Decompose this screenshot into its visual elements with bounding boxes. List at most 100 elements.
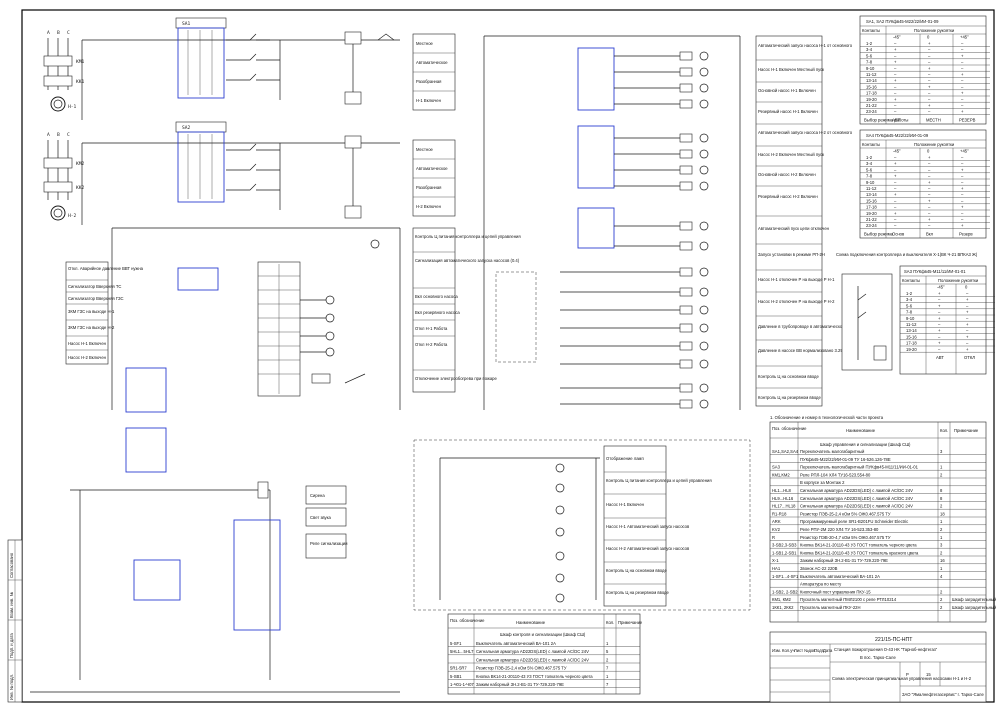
table-cell: 7-8 <box>866 174 873 179</box>
svg-text:Примечание: Примечание <box>954 428 979 433</box>
svg-text:Основной насос Н-2 Включен: Основной насос Н-2 Включен <box>758 172 816 177</box>
bom-cell: Переключатель малогабаритный ПУКфв45-М11… <box>800 465 919 470</box>
bom-cell: 1 <box>940 566 943 571</box>
svg-text:Насос Н-2 Включен: Насос Н-2 Включен <box>68 355 107 360</box>
bom-cell: 5 <box>606 649 609 654</box>
alarm-relay-label: Реле сигнализации <box>310 541 348 546</box>
svg-text:Положение рукоятки: Положение рукоятки <box>914 142 955 147</box>
table-cell: 17-18 <box>906 341 917 346</box>
bom-cell: 7 <box>606 666 609 671</box>
table-cell: – <box>894 180 897 185</box>
table-cell: 3-4 <box>866 161 873 166</box>
table-cell: + <box>938 341 941 346</box>
kv2-relay <box>233 519 281 631</box>
table-footer: МЕСТН <box>926 117 941 122</box>
title-block: 221/15-ПС-НПТ Станция пожаротушения О-43… <box>769 631 987 703</box>
table-cell: – <box>894 155 897 160</box>
table-cell: + <box>938 328 941 333</box>
bom-main-table: 1. Обозначение и номер в технологической… <box>769 415 997 623</box>
svg-text:Контроль Ц на резервном вводе: Контроль Ц на резервном вводе <box>758 395 822 400</box>
table-cell: 5-6 <box>866 167 873 172</box>
table-cell: 1-2 <box>866 155 873 160</box>
table-cell: + <box>961 205 964 210</box>
bom-cell: 1-SB1,2-SB1 <box>772 550 797 555</box>
table-cell: + <box>938 291 941 296</box>
svg-text:Кол.уч: Кол.уч <box>782 648 795 653</box>
svg-text:Отключение электрообогрева при: Отключение электрообогрева при пожаре <box>415 376 497 381</box>
table-cell: – <box>894 41 897 46</box>
table-cell: 15-16 <box>906 334 917 339</box>
bom-cell: Сигнальная арматура AD22DS(LED) с лампой… <box>476 657 589 662</box>
table-cell: + <box>894 78 897 83</box>
svg-text:Дата: Дата <box>823 648 833 653</box>
table-cell: + <box>961 186 964 191</box>
table-cell: – <box>894 109 897 114</box>
table-cell: – <box>928 97 931 102</box>
table-cell: 13-14 <box>906 328 917 333</box>
table-cell: – <box>966 316 969 321</box>
km1-label: KM1 <box>76 59 85 65</box>
pump-1-status-panel: Местное Автоматическое Разобранная Н-1 В… <box>412 33 456 111</box>
table-cell: + <box>928 155 931 160</box>
table-cell: + <box>928 217 931 222</box>
svg-text:Вкл резервного насоса: Вкл резервного насоса <box>415 310 460 315</box>
motor-2 <box>50 205 66 221</box>
bom-cell: Кнопочный пост управления ПКУ-15 <box>800 589 871 594</box>
table-cell: + <box>938 316 941 321</box>
table-cell: – <box>928 205 931 210</box>
table-cell: – <box>894 91 897 96</box>
table-cell: – <box>894 103 897 108</box>
bom-cell: Шкаф заградительный <box>952 597 997 602</box>
bom-cell: Переключатель малогабаритный <box>800 449 865 454</box>
svg-text:Наименование: Наименование <box>846 428 876 433</box>
svg-text:Насос Н-1 Включен: Насос Н-1 Включен <box>68 341 107 346</box>
table-cell: + <box>961 109 964 114</box>
table-subheader: 0 <box>927 149 930 154</box>
sheet-title: Схема электрическая принципиальная управ… <box>832 676 972 681</box>
svg-text:C: C <box>67 132 70 138</box>
bom-cell: Пускатель магнитный ПМЛ2100 с реле РТЛ10… <box>800 597 897 602</box>
svg-text:Кол.: Кол. <box>606 620 614 625</box>
table-cell: – <box>894 186 897 191</box>
table-cell: – <box>961 217 964 222</box>
siren-label: Сирена <box>310 493 325 498</box>
svg-text:Поз. обозначение: Поз. обозначение <box>450 618 485 623</box>
doc-code: 221/15-ПС-НПТ <box>875 637 913 643</box>
bom-cell: Кнопка ВК14-21-20110-43 У3 ГОСТ толкател… <box>800 543 917 548</box>
sa-block-1 <box>577 47 615 111</box>
sheet-number: 15 <box>926 672 931 677</box>
pump-1-state-auto: Автоматическое <box>416 60 448 65</box>
bom-cell: Аппаратура по месту <box>800 582 842 587</box>
bom-cell: SA3 <box>772 465 781 470</box>
table-cell: – <box>894 53 897 58</box>
table-cell: 9-10 <box>866 66 875 71</box>
table-cell: + <box>894 174 897 179</box>
svg-text:Резервный насос Н-1 Включен: Резервный насос Н-1 Включен <box>758 109 818 114</box>
motor-2-label: H-2 <box>68 213 77 219</box>
table-footer: Вкл <box>926 231 934 236</box>
table-cell: + <box>894 47 897 52</box>
left-notes-panel: Откл. Аварийное давление ВВТ нужна Сигна… <box>65 261 144 365</box>
table-cell: 1-2 <box>906 291 913 296</box>
bom-cell: Резистор ПЭВ-20-4,7 кОм 5% ОЖ0.467.575 Т… <box>800 535 891 540</box>
bom-cell: Зажим наборный ЗН.2-В1-31 ТУ-729.220-79Е <box>476 682 564 687</box>
svg-text:Контроль Ц питания контроллера: Контроль Ц питания контроллера и цепей у… <box>415 234 521 239</box>
table-cell: – <box>938 334 941 339</box>
table-cell: 5-6 <box>906 303 913 308</box>
table-cell: – <box>938 347 941 352</box>
svg-text:Контакты: Контакты <box>862 28 880 33</box>
svg-text:Изм.: Изм. <box>772 648 781 653</box>
bom-cell: 1 <box>940 535 943 540</box>
bom-cell: Пускатель магнитный ПКУ-22Н <box>800 605 861 610</box>
svg-text:Откл Н-1 Работа: Откл Н-1 Работа <box>415 326 448 331</box>
pump-1-state-on: Н-1 Включен <box>416 98 442 103</box>
table-cell: 11-12 <box>866 72 877 77</box>
table-cell: 3-4 <box>866 47 873 52</box>
sa-table-3: SA3 ПУКфв45-М11/11/ИИ-01-01 Контакты Пол… <box>899 265 995 375</box>
table-cell: – <box>928 223 931 228</box>
table-cell: – <box>928 186 931 191</box>
bom-cell: Реле РПУ-2М 220 ХЛ4 ТУ 16-523.353-80 <box>800 527 879 532</box>
table-cell: – <box>938 297 941 302</box>
bom-cell: 2 <box>940 605 943 610</box>
bom-cell: 1 <box>606 674 609 679</box>
